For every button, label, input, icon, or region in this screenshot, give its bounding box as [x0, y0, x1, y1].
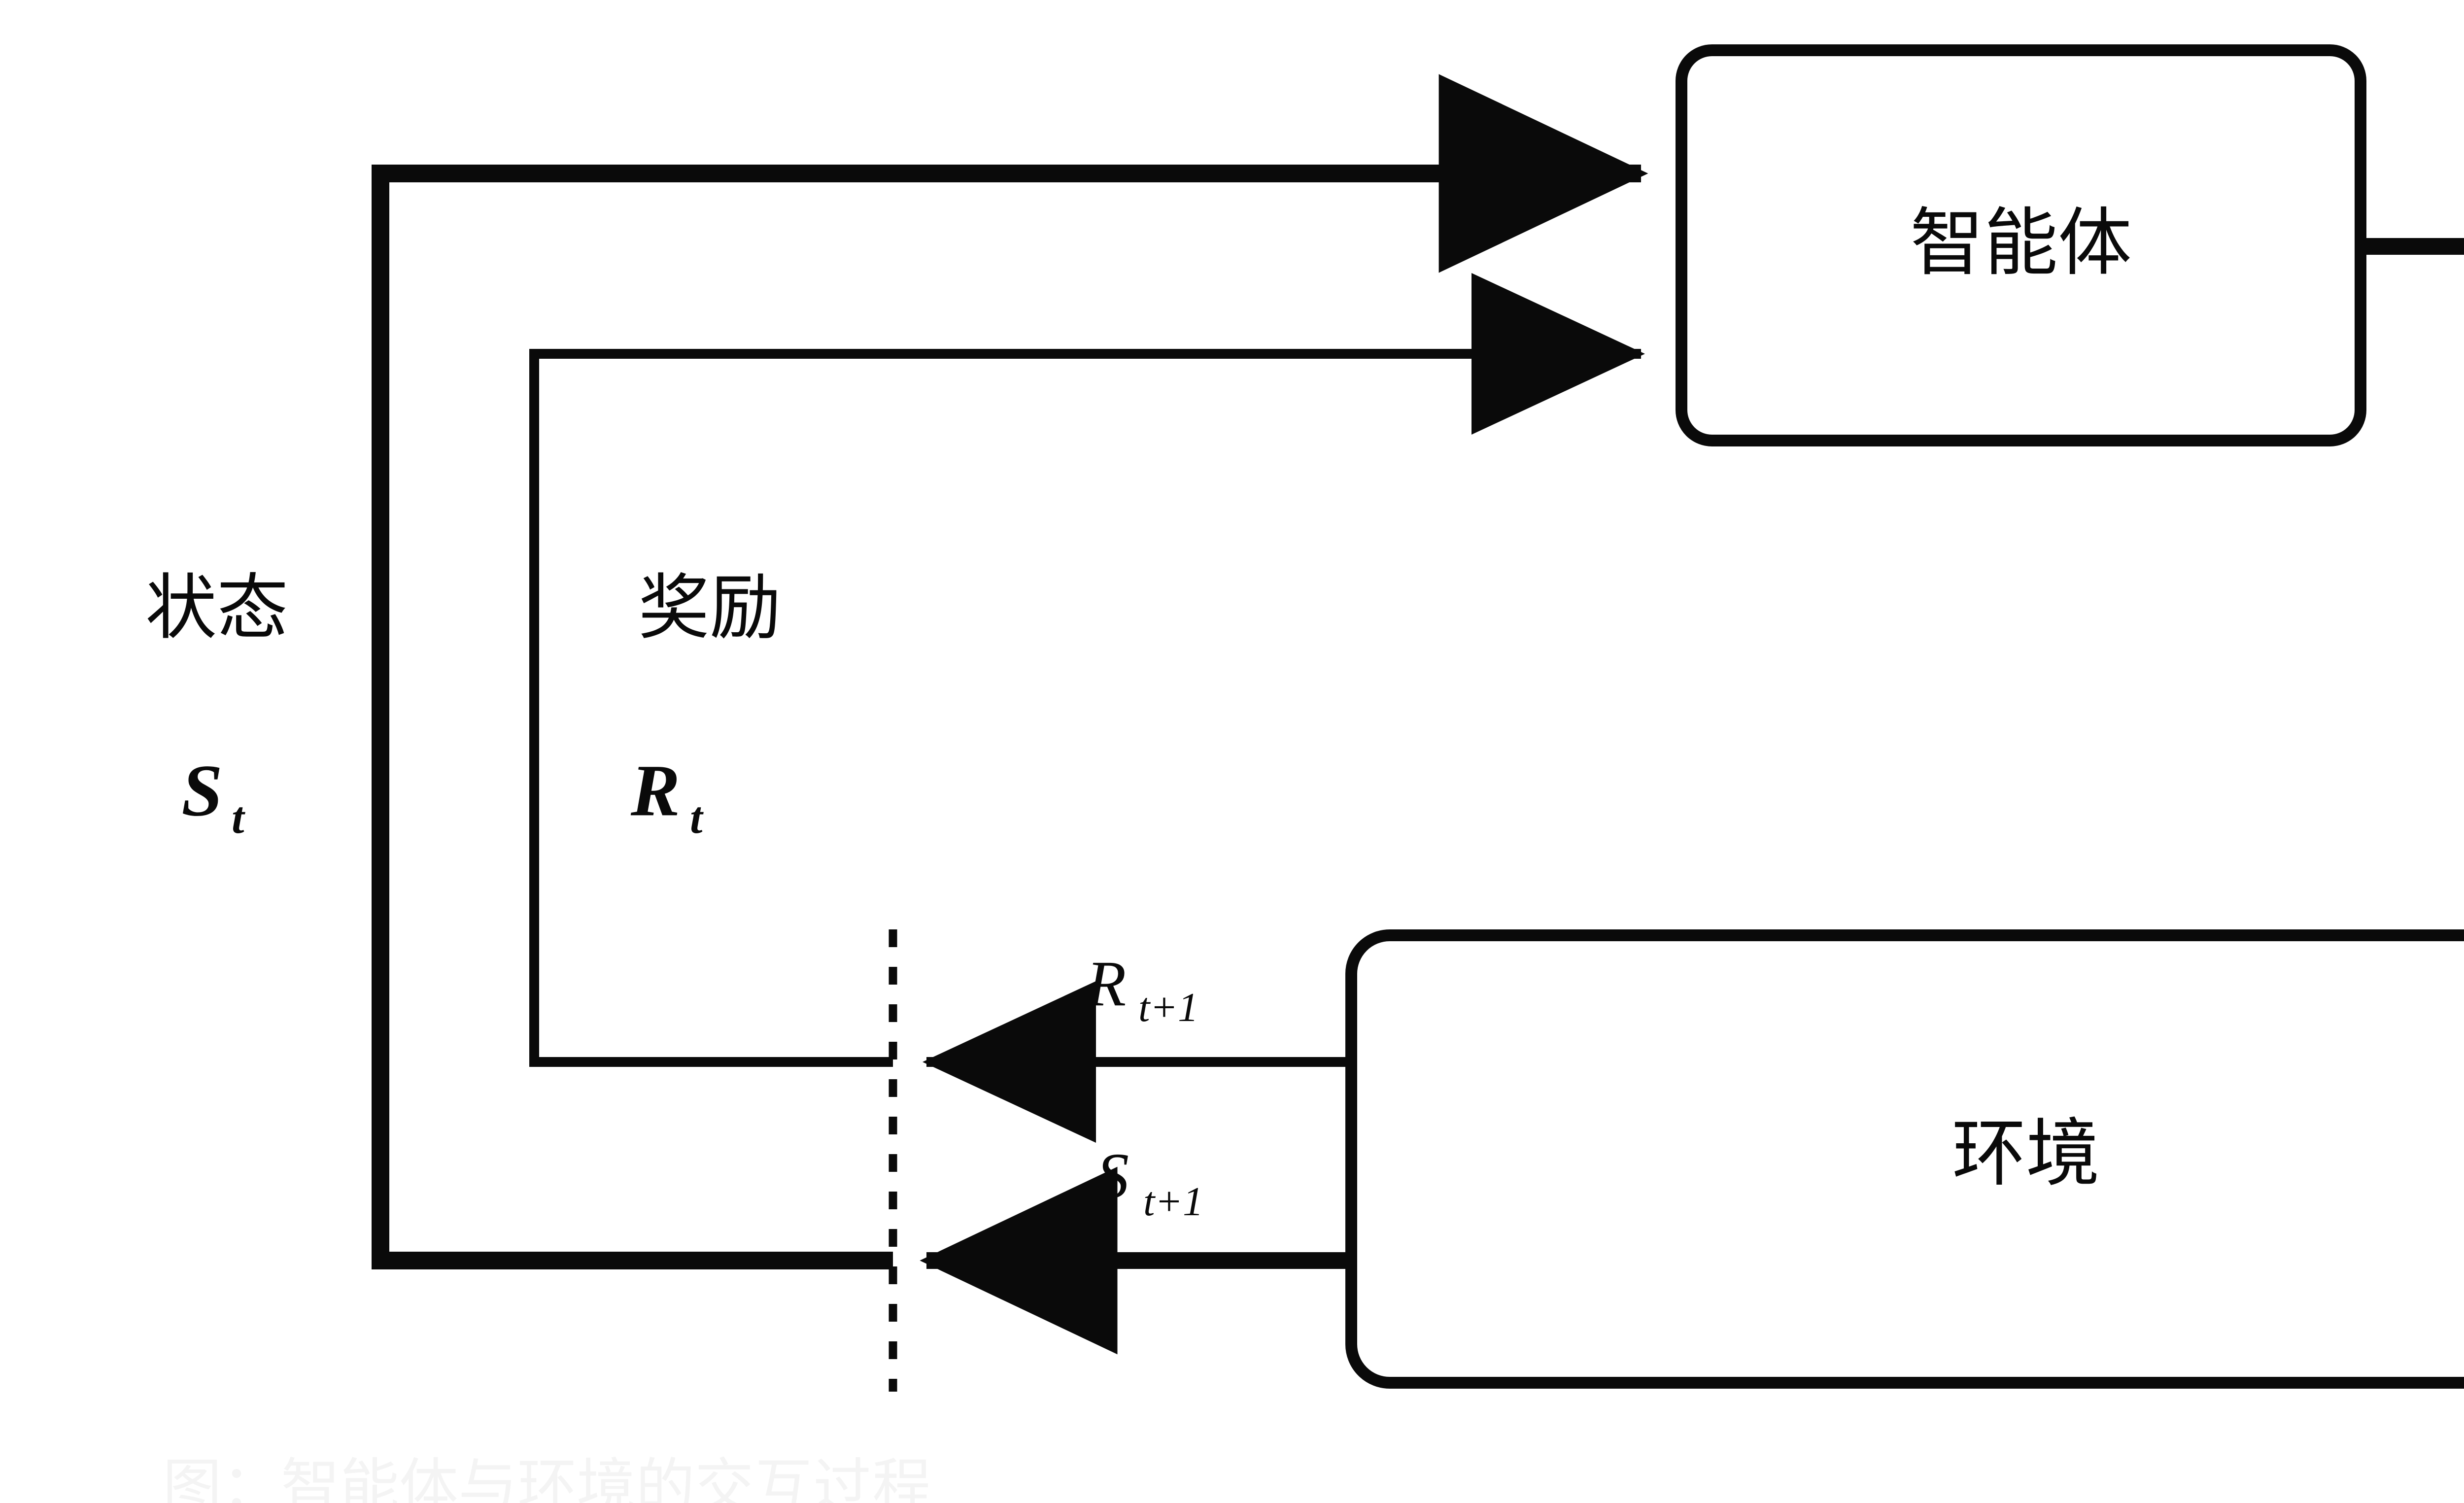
edge-label-reward: 奖励 R t [630, 569, 781, 843]
edge-label-reward-emit: R t+1 [1086, 947, 1198, 1030]
reward-label-cn: 奖励 [638, 569, 781, 648]
node-environment[interactable]: 环境 [1345, 929, 2464, 1389]
diagram-caption: 图：智能体与环境的交互过程 [163, 1454, 931, 1503]
edge-label-state: 状态 S t [145, 569, 288, 843]
state-label-cn: 状态 [145, 569, 288, 648]
reward-emit-label-symbol: R [1086, 947, 1127, 1020]
edge-state-feedback-path[interactable] [372, 74, 1648, 1269]
state-label-symbol: S [181, 750, 222, 831]
state-emit-label-symbol: S [1096, 1139, 1129, 1212]
node-agent[interactable]: 智能体 [1676, 44, 2366, 446]
environment-box-label: 环境 [1952, 1113, 2100, 1195]
reward-label-subscript: t [690, 792, 704, 843]
environment-box-shape [1345, 929, 2464, 1389]
state-emit-label-subscript: t+1 [1143, 1179, 1203, 1225]
edge-reward-feedback-path[interactable] [529, 273, 1645, 1067]
edge-label-state-emit: S t+1 [1096, 1139, 1203, 1225]
state-label-subscript: t [232, 792, 245, 843]
reward-label-symbol: R [630, 750, 680, 831]
reward-emit-label-subscript: t+1 [1138, 985, 1198, 1030]
agent-box-label: 智能体 [1910, 203, 2132, 284]
